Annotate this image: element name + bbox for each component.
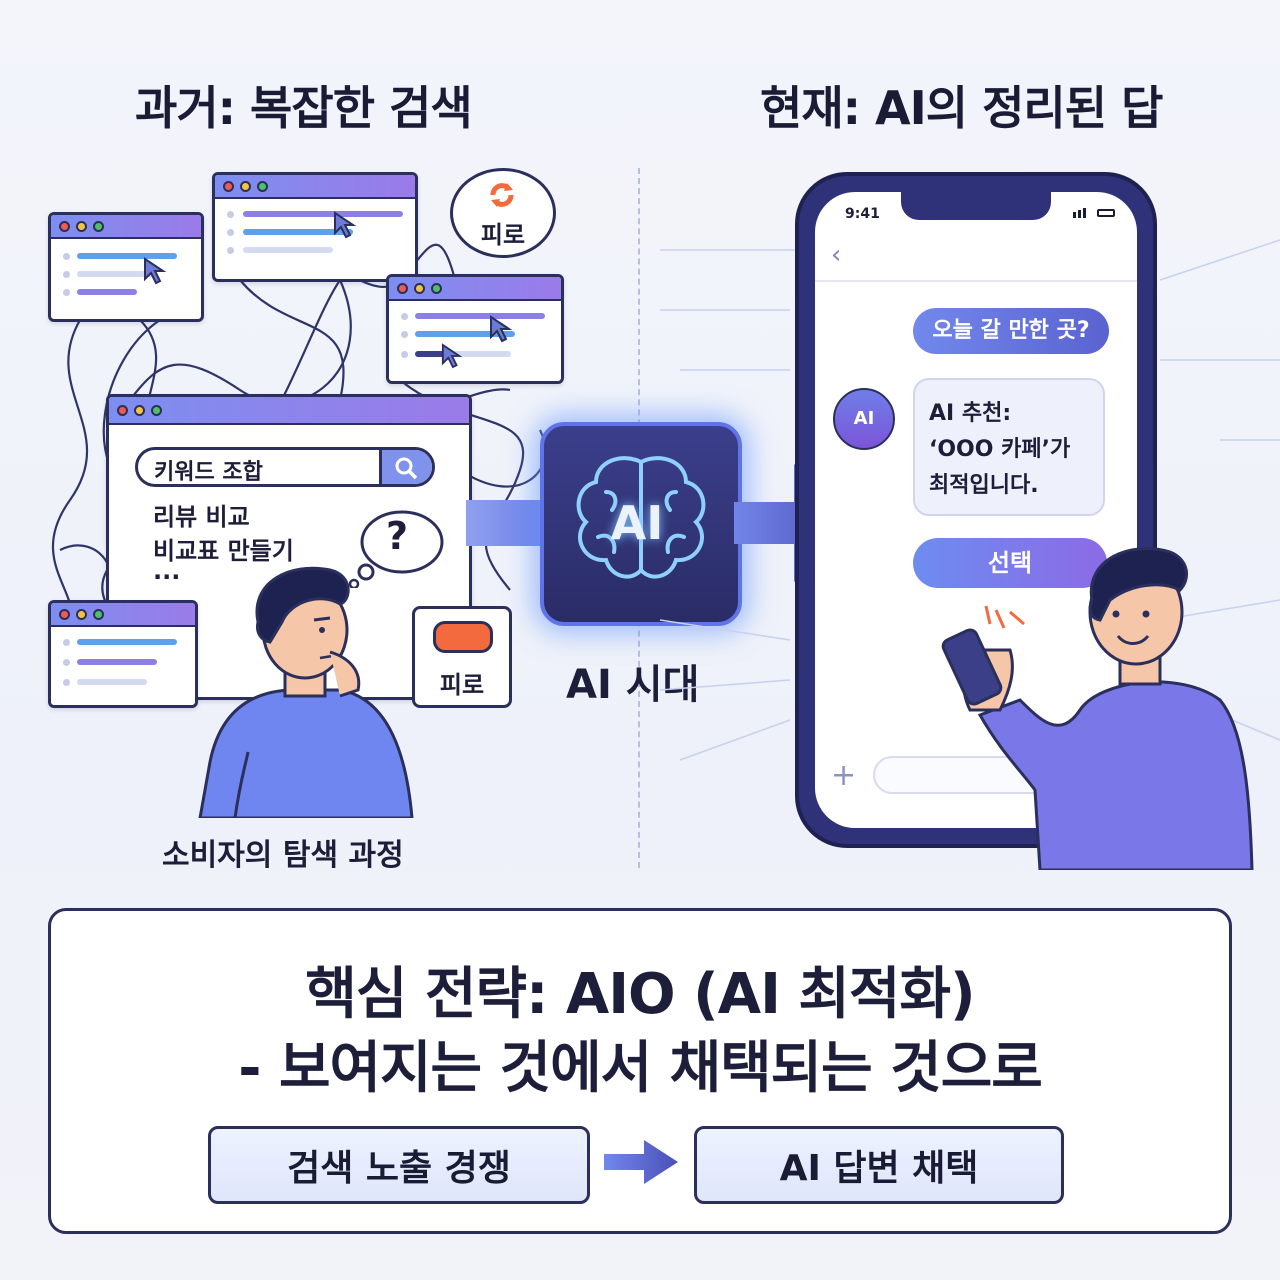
- present-title: 현재: AI의 정리된 답: [760, 81, 1163, 135]
- browser-window-c: [386, 274, 564, 384]
- ai-answer-chip: AI 답변 채택: [694, 1126, 1064, 1204]
- smartphone: 9:41 ‹ 오늘 갈 만한 곳? AI AI 추천: ‘OOO 카페’가 최적…: [795, 172, 1157, 848]
- window-titlebar: [215, 175, 415, 199]
- select-button[interactable]: 선택: [913, 538, 1107, 588]
- step-table: 비교표 만들기: [153, 537, 294, 565]
- ai-message-line-1: AI 추천:: [929, 401, 1012, 426]
- back-button[interactable]: ‹: [831, 240, 842, 270]
- ai-answer-label: AI 답변 채택: [779, 1148, 979, 1189]
- arrow-right-icon: [604, 1140, 678, 1184]
- header-divider: [815, 280, 1137, 282]
- brain-icon: [576, 456, 706, 579]
- flow-connector: [466, 500, 550, 546]
- step-ellipsis: ...: [153, 557, 181, 585]
- browser-window-d: [48, 600, 198, 708]
- search-keyword: 키워드 조합: [154, 460, 263, 485]
- past-title: 과거: 복잡한 검색: [135, 81, 473, 135]
- thought-bubble: [348, 510, 444, 588]
- ai-message-line-2: ‘OOO 카페’가: [929, 437, 1071, 462]
- cursor-icon: [441, 343, 463, 369]
- status-time: 9:41: [845, 206, 880, 222]
- search-exposure-label: 검색 노출 경쟁: [287, 1148, 511, 1189]
- past-caption: 소비자의 탐색 과정: [162, 838, 404, 873]
- thinking-person: [198, 566, 414, 818]
- user-message: 오늘 갈 만한 곳?: [932, 318, 1090, 343]
- happy-person-with-phone: [941, 547, 1254, 870]
- step-review: 리뷰 비교: [153, 503, 250, 531]
- browser-window-b: [212, 172, 418, 282]
- question-mark: ?: [386, 514, 409, 558]
- alert-icon: [433, 621, 493, 653]
- window-titlebar: [109, 397, 469, 425]
- search-button[interactable]: [379, 450, 432, 484]
- cursor-icon: [144, 257, 167, 285]
- add-icon[interactable]: +: [831, 758, 857, 793]
- circuit-lines: [660, 239, 1280, 761]
- ai-avatar-label: AI: [853, 408, 875, 429]
- search-box[interactable]: 키워드 조합: [135, 447, 435, 487]
- fatigue-label-bottom: 피로: [439, 671, 485, 699]
- ai-badge: AI: [610, 496, 664, 550]
- strategy-line-1: 핵심 전략: AIO (AI 최적화): [305, 962, 975, 1027]
- ai-chip: AI: [540, 422, 742, 626]
- select-button-label: 선택: [987, 549, 1033, 577]
- status-icons: [1073, 208, 1117, 218]
- window-titlebar: [51, 215, 201, 239]
- ai-message-bubble: AI 추천: ‘OOO 카페’가 최적입니다.: [913, 378, 1105, 516]
- cursor-icon: [490, 315, 513, 343]
- ai-avatar: AI: [833, 388, 895, 450]
- window-titlebar: [51, 603, 195, 627]
- window-titlebar: [389, 277, 561, 301]
- refresh-icon: [490, 183, 514, 207]
- phone-notch: [901, 192, 1051, 220]
- strategy-line-2: - 보여지는 것에서 채택되는 것으로: [238, 1036, 1043, 1101]
- fatigue-label-top: 피로: [480, 221, 526, 249]
- browser-window-a: [48, 212, 204, 322]
- fatigue-bubble-top: 피로: [450, 168, 556, 258]
- search-icon: [395, 457, 418, 480]
- phone-screen: 9:41 ‹ 오늘 갈 만한 곳? AI AI 추천: ‘OOO 카페’가 최적…: [815, 192, 1137, 828]
- ai-message-line-3: 최적입니다.: [929, 473, 1039, 498]
- user-message-bubble: 오늘 갈 만한 곳?: [913, 308, 1109, 354]
- search-exposure-chip: 검색 노출 경쟁: [208, 1126, 590, 1204]
- ai-era-label: AI 시대: [566, 662, 700, 708]
- cursor-icon: [334, 211, 357, 239]
- fatigue-bubble-bottom: 피로: [412, 606, 512, 708]
